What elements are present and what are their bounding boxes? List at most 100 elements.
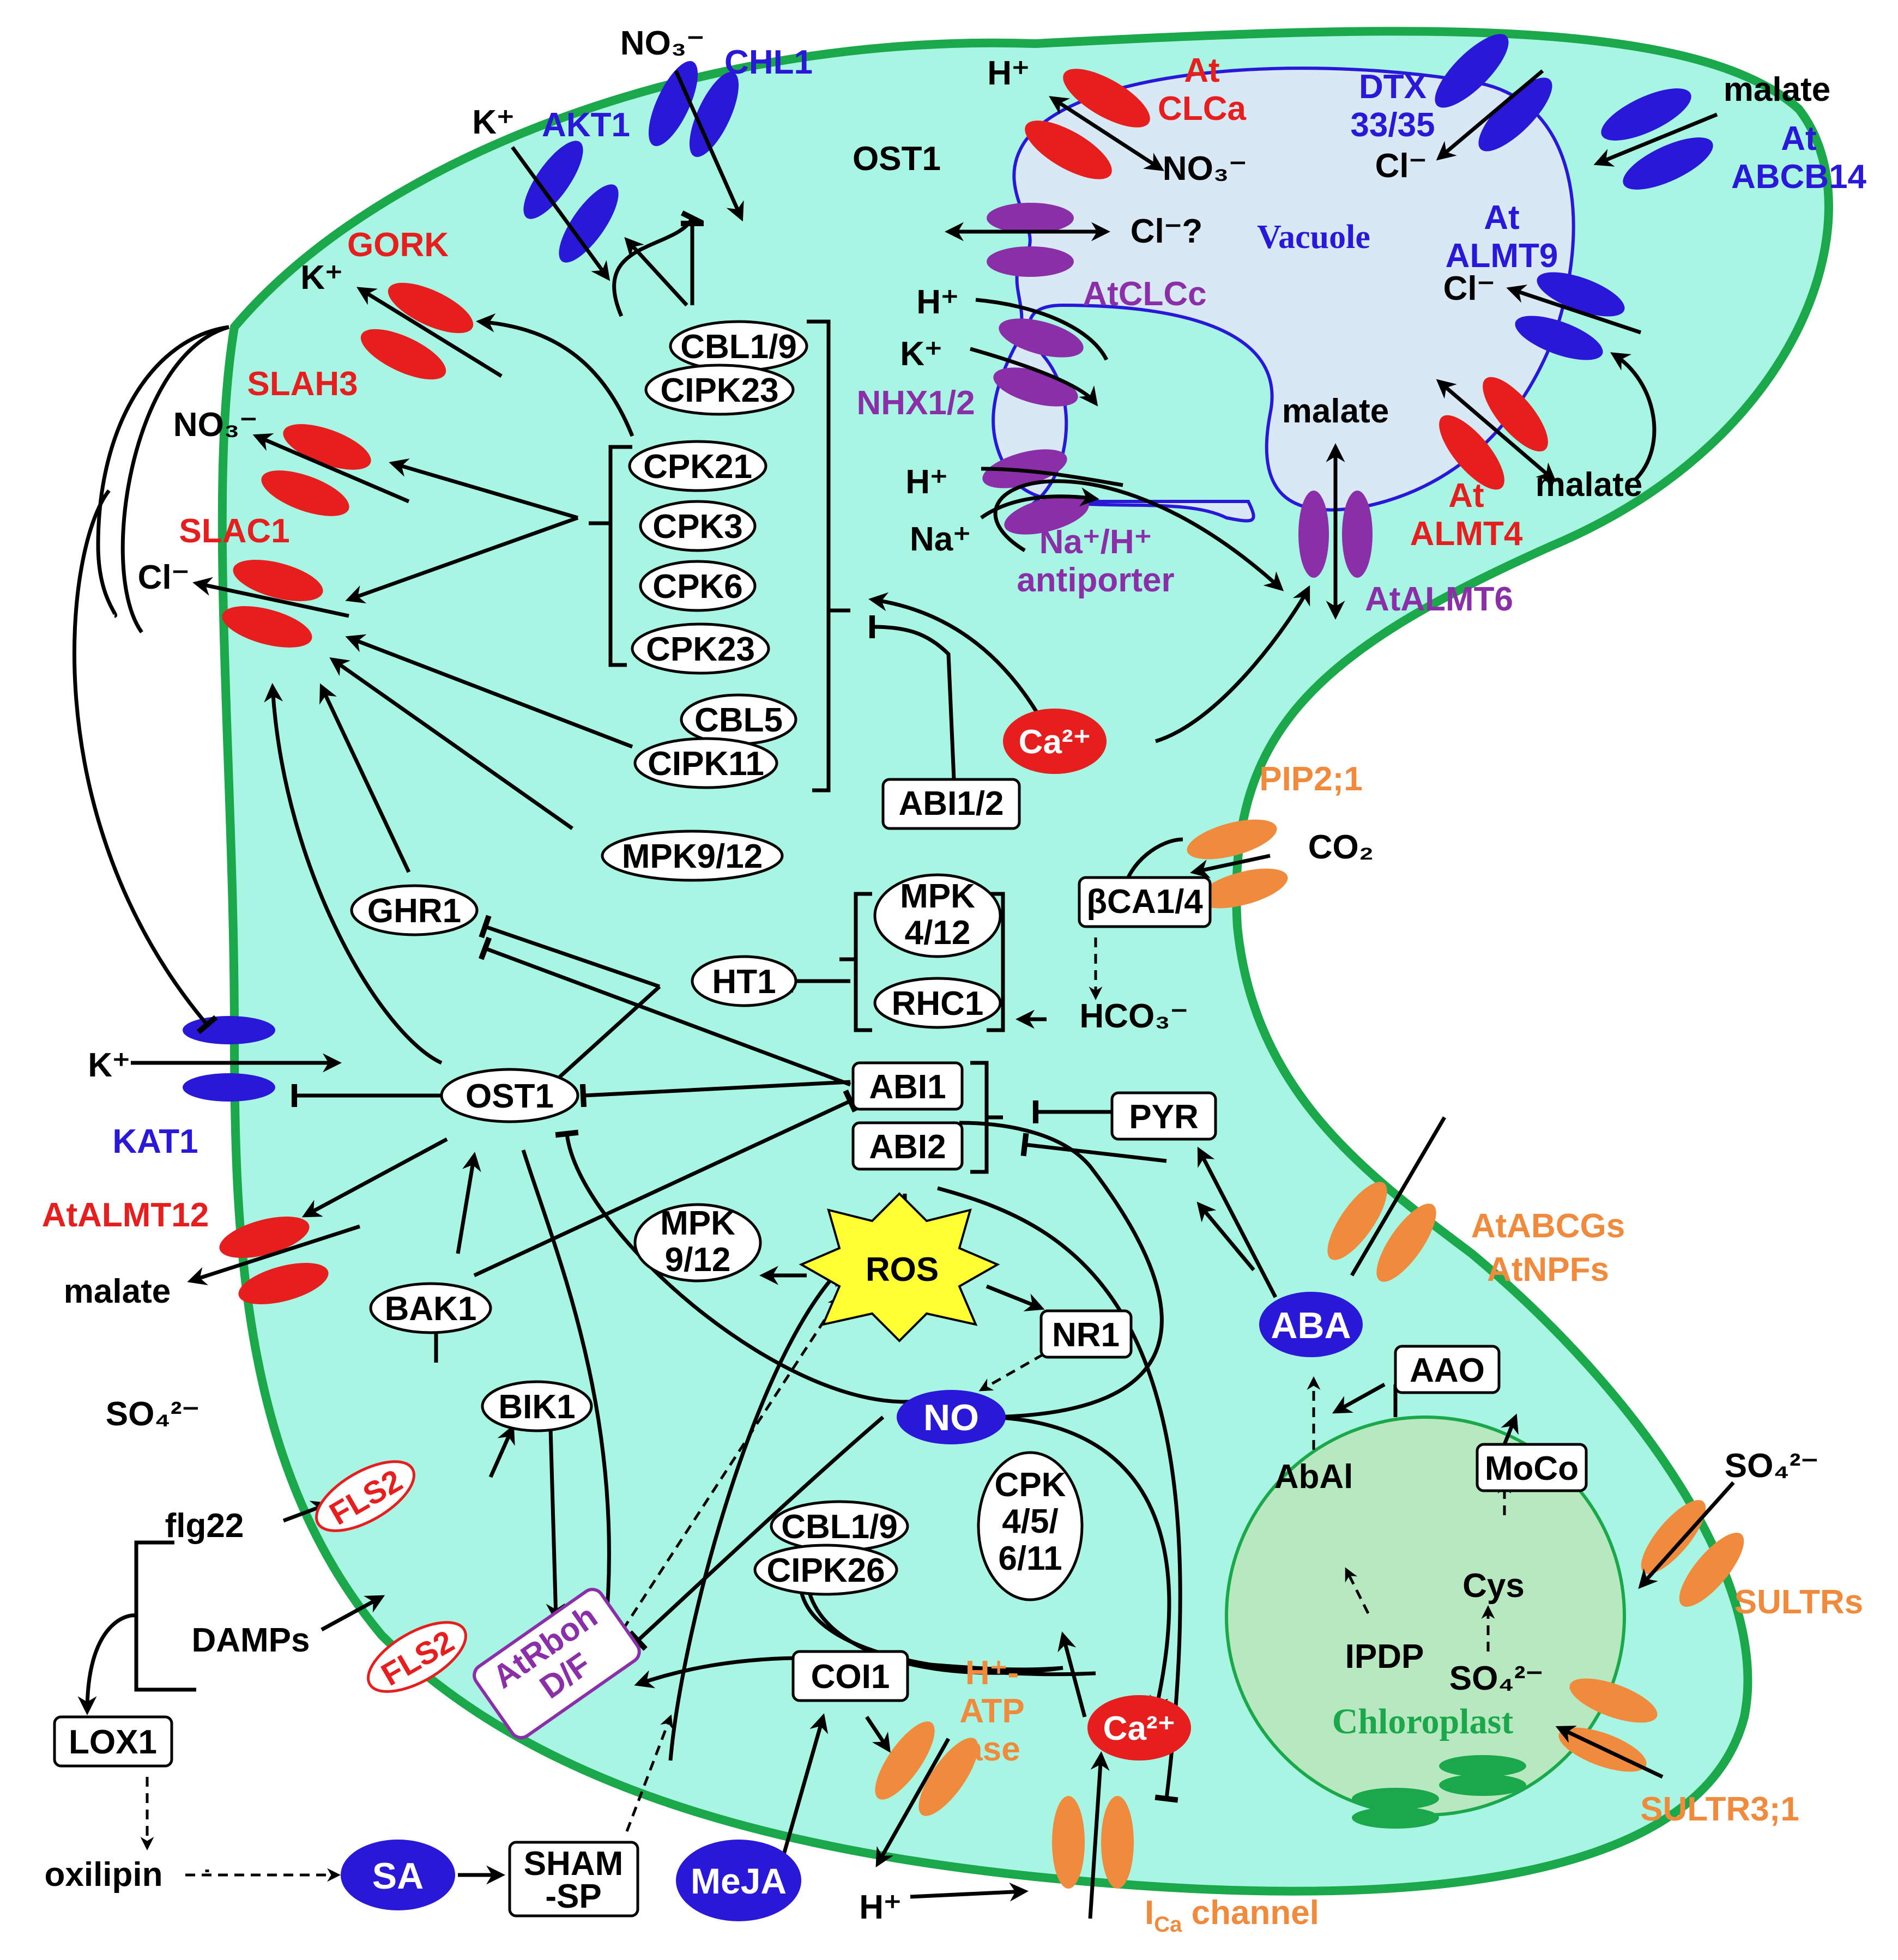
atpase-label-1: H⁺- bbox=[965, 1654, 1019, 1692]
cl-ion-slac1: Cl⁻ bbox=[138, 559, 190, 596]
ros-burst bbox=[799, 1192, 1000, 1342]
damps-label: DAMPs bbox=[191, 1622, 310, 1659]
bca-label: βCA1/4 bbox=[1086, 883, 1203, 921]
pip-label: PIP2;1 bbox=[1259, 760, 1363, 798]
k-ion-nhx: K⁺ bbox=[900, 335, 942, 373]
almt9-label-1: At bbox=[1484, 199, 1519, 237]
cipk26-label: CIPK26 bbox=[766, 1552, 885, 1589]
cbl5-label: CBL5 bbox=[694, 701, 783, 739]
malate-almt4: malate bbox=[1536, 466, 1642, 504]
na-ion-antiporter: Na⁺ bbox=[910, 521, 971, 558]
ghr1-label: GHR1 bbox=[367, 892, 461, 930]
flg22-label: flg22 bbox=[165, 1507, 244, 1545]
clca-label-2: CLCa bbox=[1158, 90, 1246, 128]
slac1-label: SLAC1 bbox=[179, 512, 289, 550]
cys-label: Cys bbox=[1462, 1567, 1525, 1605]
aba-label: ABA bbox=[1271, 1305, 1351, 1346]
slah3-label: SLAH3 bbox=[247, 365, 358, 403]
sham-label-2: -SP bbox=[545, 1878, 601, 1915]
hco3-label: HCO₃⁻ bbox=[1079, 997, 1188, 1035]
so4-ion-chloroplast: SO₄²⁻ bbox=[1449, 1660, 1544, 1697]
malate-almt12: malate bbox=[64, 1273, 171, 1310]
almt6-label: AtALMT6 bbox=[1365, 580, 1513, 618]
k-ion-gork: K⁺ bbox=[300, 259, 343, 297]
ost1-top: OST1 bbox=[853, 140, 941, 178]
malate-almt6: malate bbox=[1282, 392, 1389, 430]
sa-label: SA bbox=[372, 1855, 424, 1897]
antiporter-label-1: Na⁺/H⁺ bbox=[1039, 523, 1152, 561]
cl-ion-almt9: Cl⁻ bbox=[1443, 270, 1495, 307]
nhx-label: NHX1/2 bbox=[856, 384, 975, 422]
pyr-label: PYR bbox=[1129, 1098, 1198, 1136]
no3-ion-clca: NO₃⁻ bbox=[1163, 150, 1247, 187]
abi2-label: ABI2 bbox=[869, 1128, 946, 1166]
ht1-label: HT1 bbox=[712, 963, 776, 1001]
node-shapes bbox=[53, 320, 1588, 1921]
cpk4511-label-2: 4/5/ bbox=[1002, 1503, 1058, 1540]
cbl19-label: CBL1/9 bbox=[680, 328, 797, 366]
mpk912b-label-2: 9/12 bbox=[665, 1241, 731, 1279]
chloroplast-label: Chloroplast bbox=[1332, 1702, 1514, 1741]
aao-label: AAO bbox=[1410, 1352, 1485, 1389]
cpk21-label: CPK21 bbox=[643, 448, 752, 486]
clca-label-1: At bbox=[1184, 52, 1219, 89]
cipk23-label: CIPK23 bbox=[660, 372, 778, 409]
h-ion-nhx: H⁺ bbox=[916, 283, 959, 321]
cpk23-label: CPK23 bbox=[646, 631, 755, 668]
abal-label: AbAl bbox=[1274, 1458, 1353, 1496]
almt4-label-1: At bbox=[1448, 477, 1484, 515]
mpk412-label-2: 4/12 bbox=[905, 914, 971, 952]
antiporter-label-2: antiporter bbox=[1017, 561, 1174, 599]
coi1-label: COI1 bbox=[811, 1658, 890, 1696]
lox1-label: LOX1 bbox=[69, 1723, 157, 1761]
cpk4511-label-1: CPK bbox=[995, 1466, 1066, 1504]
cpk4511-label-3: 6/11 bbox=[998, 1540, 1062, 1577]
co2-label: CO₂ bbox=[1308, 828, 1374, 866]
cl-ion-dtx: Cl⁻ bbox=[1375, 147, 1427, 185]
chl1-label: CHL1 bbox=[724, 44, 813, 81]
vacuole-label: Vacuole bbox=[1257, 219, 1370, 256]
connectors bbox=[74, 69, 1735, 1919]
mpk412-label-1: MPK bbox=[900, 878, 975, 915]
cpk6-label: CPK6 bbox=[652, 568, 742, 606]
cipk11-label: CIPK11 bbox=[648, 745, 764, 783]
vacuole bbox=[992, 66, 1575, 523]
bak1-label: BAK1 bbox=[385, 1290, 477, 1328]
ca-ion-top: Ca²⁺ bbox=[1019, 723, 1091, 761]
k-ion-kat1: K⁺ bbox=[88, 1046, 130, 1084]
abcg-label-2: AtNPFs bbox=[1487, 1251, 1609, 1288]
h-ion-atpase: H⁺ bbox=[859, 1889, 902, 1926]
oxilipin-label: oxilipin bbox=[45, 1856, 163, 1894]
thylakoid-stacks bbox=[1352, 1755, 1526, 1829]
k-ion-akt1: K⁺ bbox=[472, 104, 515, 141]
dtx-label-1: DTX bbox=[1359, 68, 1426, 106]
almt4-label-2: ALMT4 bbox=[1410, 515, 1523, 553]
atpase-label-2: ATP bbox=[959, 1692, 1024, 1730]
malate-abcb14: malate bbox=[1724, 71, 1830, 108]
rhc1-label: RHC1 bbox=[892, 985, 984, 1023]
abcg-label-1: AtABCGs bbox=[1471, 1207, 1625, 1245]
ica-label: ICa channel bbox=[1145, 1894, 1319, 1937]
mpk912-label: MPK9/12 bbox=[622, 838, 763, 875]
ipdp-label: IPDP bbox=[1345, 1638, 1424, 1675]
almt12-label: AtALMT12 bbox=[42, 1196, 209, 1234]
abi1-label: ABI1 bbox=[869, 1068, 946, 1106]
gork-label: GORK bbox=[347, 226, 449, 264]
h-ion-antiporter: H⁺ bbox=[905, 463, 948, 501]
atpase-label-3: ase bbox=[964, 1731, 1020, 1768]
kat1-label: KAT1 bbox=[112, 1123, 198, 1160]
sultrs-label: SULTRs bbox=[1734, 1583, 1864, 1621]
nr1-label: NR1 bbox=[1052, 1316, 1120, 1354]
mpk912b-label-1: MPK bbox=[660, 1205, 735, 1242]
bik1-label: BIK1 bbox=[498, 1388, 575, 1426]
akt1-label: AKT1 bbox=[542, 106, 630, 144]
cbl19b-label: CBL1/9 bbox=[781, 1508, 898, 1546]
no3-ion-slah3: NO₃⁻ bbox=[173, 406, 257, 444]
abcb14-label-2: ABCB14 bbox=[1731, 158, 1867, 196]
sultr31-label: SULTR3;1 bbox=[1640, 1790, 1799, 1828]
no-label: NO bbox=[923, 1397, 979, 1438]
cl-ion-clcc: Cl⁻? bbox=[1131, 213, 1203, 250]
meja-label: MeJA bbox=[691, 1861, 787, 1901]
